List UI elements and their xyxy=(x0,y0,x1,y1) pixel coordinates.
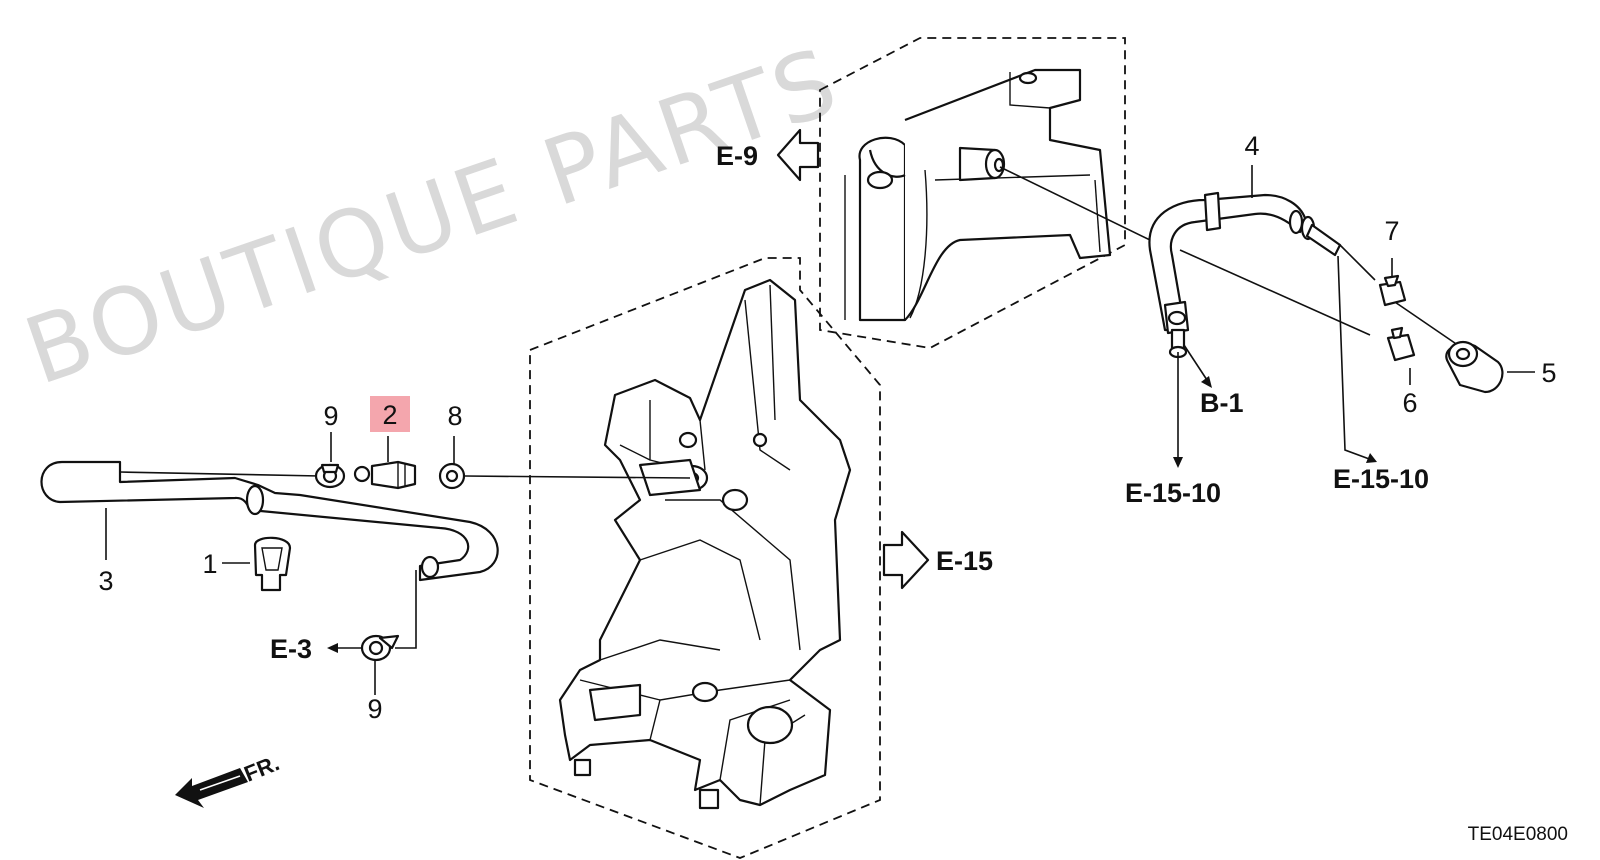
leader-lines-right xyxy=(999,165,1535,468)
front-indicator-label: FR. xyxy=(241,750,283,786)
label-part-8[interactable]: 8 xyxy=(447,401,462,431)
label-part-7[interactable]: 7 xyxy=(1384,216,1399,246)
washer-part-8[interactable] xyxy=(438,462,466,490)
label-part-4[interactable]: 4 xyxy=(1244,131,1259,161)
ref-e3-label: E-3 xyxy=(270,634,312,664)
label-part-1[interactable]: 1 xyxy=(202,549,217,579)
upper-assembly xyxy=(819,37,1126,349)
ref-e9[interactable]: E-9 xyxy=(716,128,820,182)
bracket-assembly xyxy=(529,257,881,859)
ref-e3[interactable]: E-3 xyxy=(270,634,312,664)
part-labels: 2 9 8 3 1 9 4 7 5 6 xyxy=(98,131,1556,724)
hose-part-4[interactable] xyxy=(1148,191,1342,359)
label-part-2[interactable]: 2 xyxy=(382,400,397,430)
label-part-6[interactable]: 6 xyxy=(1402,388,1417,418)
clip-part-7[interactable] xyxy=(1378,274,1407,307)
label-part-9-top[interactable]: 9 xyxy=(323,401,338,431)
ref-e15-10-right-label: E-15-10 xyxy=(1333,464,1429,494)
label-part-3[interactable]: 3 xyxy=(98,566,113,596)
label-part-9-bottom[interactable]: 9 xyxy=(367,694,382,724)
ref-e15-10-left[interactable]: E-15-10 xyxy=(1125,478,1221,508)
ref-e15[interactable]: E-15 xyxy=(882,530,993,590)
leader-lines-left xyxy=(105,432,691,695)
ref-e15-label: E-15 xyxy=(936,546,993,576)
clip-part-9-top[interactable] xyxy=(314,463,346,489)
clip-part-6[interactable] xyxy=(1386,326,1416,362)
clip-part-1[interactable] xyxy=(253,536,292,592)
ref-e15-10-left-label: E-15-10 xyxy=(1125,478,1221,508)
ref-e15-10-right[interactable]: E-15-10 xyxy=(1333,464,1429,494)
front-indicator: FR. xyxy=(175,750,283,808)
hose-part-3[interactable] xyxy=(40,460,499,582)
cap-part-5[interactable] xyxy=(1445,340,1504,394)
ref-b1[interactable]: B-1 xyxy=(1200,388,1244,418)
highlight-box-part-2 xyxy=(370,396,410,432)
ref-b1-label: B-1 xyxy=(1200,388,1244,418)
ref-e9-label: E-9 xyxy=(716,141,758,171)
label-part-5[interactable]: 5 xyxy=(1541,358,1556,388)
valve-part-2[interactable] xyxy=(353,460,417,490)
diagram-code: TE04E0800 xyxy=(1468,824,1568,845)
clip-part-9-bottom[interactable] xyxy=(360,634,400,662)
